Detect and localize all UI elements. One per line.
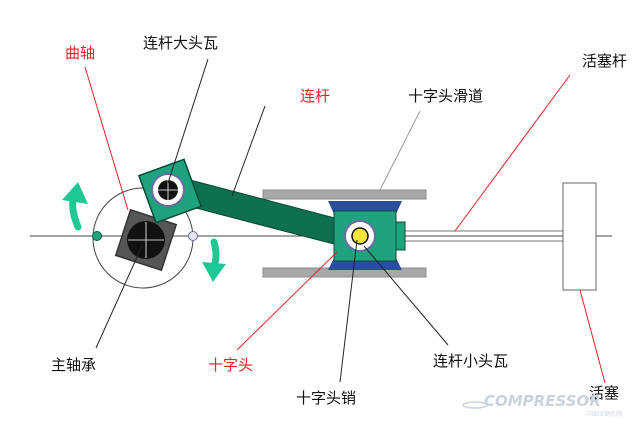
label-big-end-bearing: 连杆大头瓦 (143, 34, 218, 52)
leader-big-end-bearing (167, 58, 209, 184)
leader-small-end-bearing (363, 245, 449, 346)
leader-crankshaft (84, 66, 129, 211)
rotation-arrow-down (202, 238, 226, 282)
watermark-logo: COMPRESSOR 中国压缩机网 (462, 392, 622, 418)
leader-piston (579, 289, 606, 384)
label-small-end-bearing: 连杆小头瓦 (433, 352, 508, 370)
rotation-arrow-up (62, 182, 88, 231)
crank-pivot-right (188, 231, 198, 241)
label-connecting-rod: 连杆 (300, 87, 330, 105)
label-piston-rod: 活塞杆 (582, 52, 627, 70)
piston-block (562, 182, 597, 291)
watermark-brand: COMPRESSOR (484, 392, 601, 410)
label-crosshead-pin: 十字头销 (296, 389, 356, 407)
leader-crosshead-guide (379, 110, 421, 191)
leader-main-bearing (95, 245, 143, 349)
big-end-bearing (137, 158, 203, 224)
label-crosshead-guide: 十字头滑道 (408, 87, 483, 105)
label-crankshaft: 曲轴 (65, 44, 95, 62)
label-crosshead: 十字头 (208, 356, 253, 374)
leader-crosshead (236, 251, 338, 351)
watermark-sub: 中国压缩机网 (586, 410, 622, 418)
leader-connecting-rod (231, 105, 266, 197)
crosshead-assembly (328, 201, 406, 270)
leader-piston-rod (454, 74, 571, 232)
label-main-bearing: 主轴承 (51, 356, 96, 374)
label-piston: 活塞 (589, 384, 619, 402)
piston-rod (400, 230, 563, 242)
crank-pivot-left (92, 231, 102, 241)
leader-crosshead-pin (339, 239, 358, 383)
